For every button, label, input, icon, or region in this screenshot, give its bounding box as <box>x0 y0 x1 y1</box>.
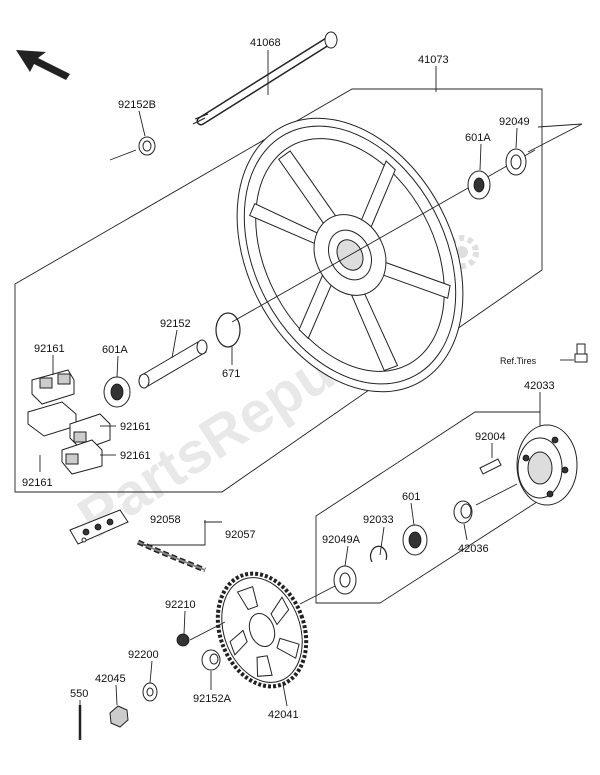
label-92161-a: 92161 <box>34 343 65 355</box>
label-601a-left: 601A <box>102 344 128 356</box>
label-92200: 92200 <box>128 649 159 661</box>
label-92161-b: 92161 <box>120 421 151 433</box>
bushing-42036 <box>453 500 473 524</box>
stud-92004 <box>479 458 502 475</box>
label-ref-tires: Ref.Tires <box>500 356 537 366</box>
label-550: 550 <box>70 688 88 700</box>
bolt-92210 <box>176 633 190 647</box>
bearing-601a-right <box>467 170 491 200</box>
label-92210: 92210 <box>165 599 196 611</box>
drive-chain-92057 <box>136 539 206 573</box>
label-671: 671 <box>222 368 240 380</box>
leader-lines <box>39 50 541 707</box>
label-92152: 92152 <box>160 318 191 330</box>
label-92152a: 92152A <box>193 693 232 705</box>
direction-arrow-icon <box>16 50 70 80</box>
rear-sprocket-42041 <box>215 571 309 689</box>
label-92049a: 92049A <box>322 534 361 546</box>
label-92033: 92033 <box>363 514 394 526</box>
nut-42045 <box>109 705 129 728</box>
label-601: 601 <box>402 491 420 503</box>
watermark-gear-icon <box>445 235 479 269</box>
tire-valve <box>574 343 588 363</box>
o-ring-671 <box>215 312 241 348</box>
collar-92152 <box>138 339 208 389</box>
label-42045: 42045 <box>95 673 126 685</box>
damper-group-92161 <box>27 369 111 475</box>
label-41068: 41068 <box>250 37 281 49</box>
label-92004: 92004 <box>475 431 506 443</box>
bearing-601 <box>402 524 428 556</box>
sprocket-hub-42033 <box>516 424 578 506</box>
label-92057: 92057 <box>225 529 256 541</box>
label-92161-c: 92161 <box>120 450 151 462</box>
label-92152b: 92152B <box>118 99 156 111</box>
label-42036: 42036 <box>458 543 489 555</box>
washer-92200 <box>142 682 158 702</box>
collar-92152a <box>201 649 221 671</box>
label-92058: 92058 <box>150 514 181 526</box>
label-41073: 41073 <box>418 54 449 66</box>
bearing-601a-left <box>103 376 131 408</box>
seal-92049 <box>505 148 527 176</box>
chain-joint-92058 <box>69 509 129 545</box>
label-42041: 42041 <box>268 709 299 721</box>
label-92161-d: 92161 <box>22 477 53 489</box>
axle <box>192 31 338 126</box>
wheel-assembly-box <box>14 88 543 493</box>
circlip-92033 <box>370 545 388 563</box>
collar-92152b <box>109 136 156 161</box>
label-601a-top: 601A <box>465 132 491 144</box>
seal-92049a <box>333 565 357 595</box>
label-42033: 42033 <box>524 380 555 392</box>
label-92049: 92049 <box>499 116 530 128</box>
